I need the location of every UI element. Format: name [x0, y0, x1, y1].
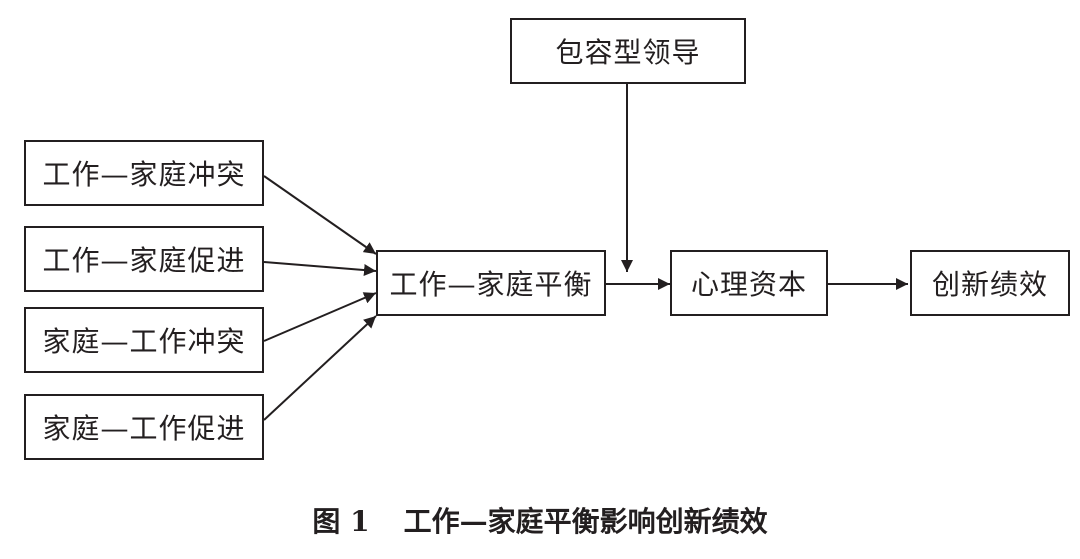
node-innovation-performance: 创新绩效	[910, 250, 1070, 316]
figure-title: 工作—家庭平衡影响创新绩效	[403, 505, 768, 538]
figure-number: 图 1	[312, 505, 370, 538]
figure-caption: 图 1 工作—家庭平衡影响创新绩效	[0, 500, 1080, 540]
node-family-work-conflict: 家庭—工作冲突	[24, 307, 264, 373]
node-family-work-facilitation: 家庭—工作促进	[24, 394, 264, 460]
node-inclusive-leadership: 包容型领导	[510, 18, 746, 84]
arrow-fwc-to-balance	[263, 292, 377, 342]
arrow-wff-to-balance	[263, 261, 377, 277]
node-psychological-capital: 心理资本	[670, 250, 828, 316]
arrow-wfc-to-balance	[263, 175, 377, 255]
node-work-family-facilitation: 工作—家庭促进	[24, 226, 264, 292]
arrow-fwf-to-balance	[263, 315, 377, 421]
node-work-family-balance: 工作—家庭平衡	[376, 250, 606, 316]
node-work-family-conflict: 工作—家庭冲突	[24, 140, 264, 206]
